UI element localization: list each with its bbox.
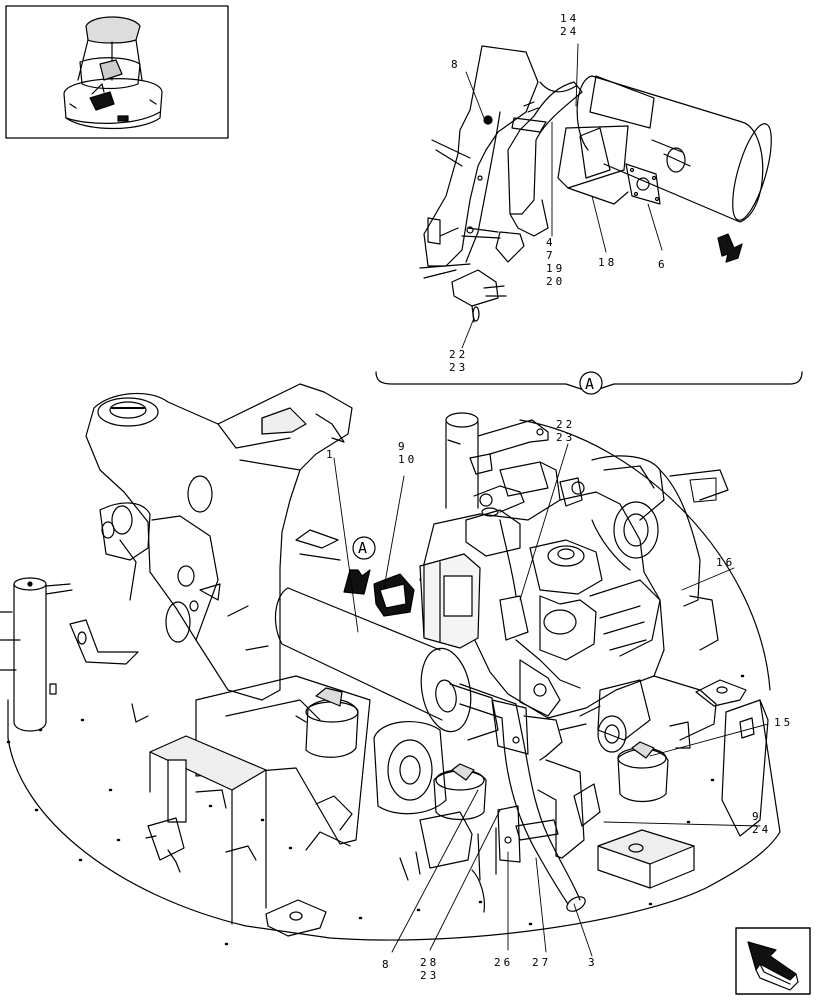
callout-m27-line-0: 27	[532, 956, 551, 969]
callout-c4-line-3: 20	[546, 275, 565, 288]
callout-m28-line-1: 23	[420, 969, 439, 982]
callout-m1-line-0: 1	[326, 448, 336, 461]
callout-c18-line-0: 18	[598, 256, 617, 269]
callout-m3-line-0: 3	[588, 956, 598, 969]
callout-m9-line-1: 10	[398, 453, 417, 466]
callout-m924-line-1: 24	[752, 823, 771, 836]
callout-m28-line-0: 28	[420, 956, 439, 969]
view-label-main: A	[358, 539, 367, 557]
direction-arrow-icon	[717, 233, 743, 263]
next-page-arrow-icon[interactable]	[735, 927, 811, 995]
exhaust-bracket-detail	[419, 43, 772, 349]
callout-c8-line-0: 8	[451, 58, 461, 71]
callout-c6-line-0: 6	[658, 258, 668, 271]
view-label: A	[585, 375, 594, 393]
callout-m15-line-0: 15	[774, 716, 793, 729]
callout-c14-line-1: 24	[560, 25, 579, 38]
callout-m22-line-0: 22	[556, 418, 575, 431]
callout-c4-line-1: 7	[546, 249, 556, 262]
main-assembly-drawing	[0, 383, 781, 957]
callout-c4-line-0: 4	[546, 236, 556, 249]
callout-m8-line-0: 8	[382, 958, 392, 971]
callout-m9-line-0: 9	[398, 440, 408, 453]
callout-c22d-line-0: 22	[449, 348, 468, 361]
callout-m16-line-0: 16	[716, 556, 735, 569]
callout-c22d-line-1: 23	[449, 361, 468, 374]
callout-m26-line-0: 26	[494, 956, 513, 969]
callout-m22-line-1: 23	[556, 431, 575, 444]
callout-c14-line-0: 14	[560, 12, 579, 25]
machine-overview-thumbnail	[5, 5, 229, 139]
callout-m924-line-0: 9	[752, 810, 762, 823]
callout-c4-line-2: 19	[546, 262, 565, 275]
view-separator-bracket	[375, 371, 803, 395]
